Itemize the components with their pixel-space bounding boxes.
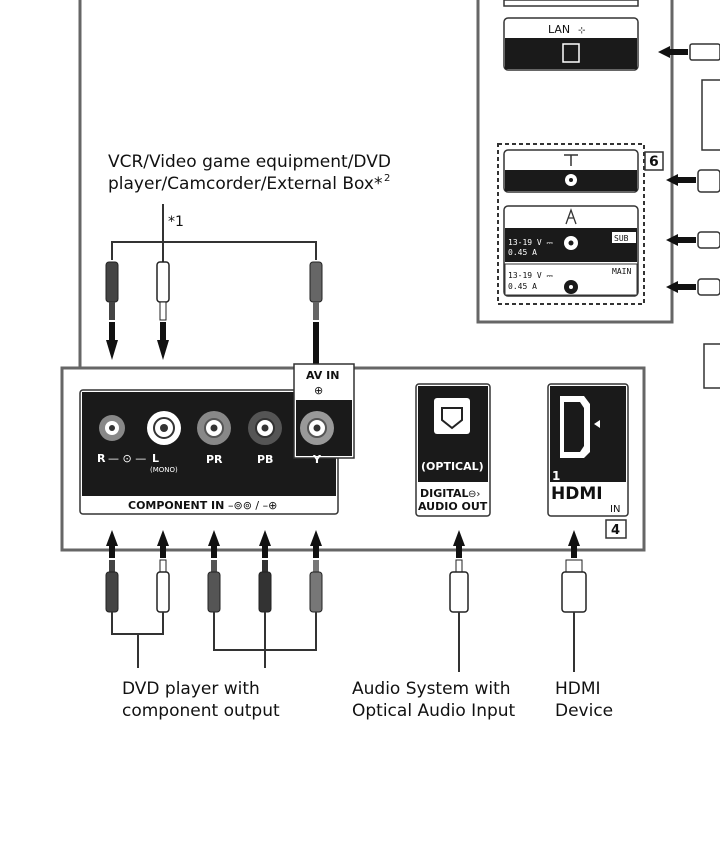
jack-l-mono[interactable] <box>147 411 181 445</box>
component-in-icons: –⊚⊚ / –⊕ <box>228 499 277 512</box>
jack-pr-label: PR <box>206 453 223 466</box>
hdmi-device-label-line2: Device <box>555 701 613 721</box>
footnote-marker: *1 <box>168 214 184 230</box>
optical-audio-out-port[interactable] <box>415 383 491 517</box>
top-rca-plug-video <box>105 261 119 320</box>
panel-badge-number: 4 <box>611 523 620 538</box>
jack-l-label: L <box>152 452 159 465</box>
right-plugs <box>689 43 720 296</box>
antenna-icon <box>564 154 578 166</box>
satellite-main-port[interactable]: MAIN 13-19 V ⎓ 0.45 A <box>504 263 638 296</box>
satellite-dish-icon <box>565 208 577 225</box>
av-in-icon: ⊕ <box>314 384 323 397</box>
audio-system-label-line2: Optical Audio Input <box>352 701 516 721</box>
hdmi-logo: HDMI <box>551 484 603 504</box>
jack-y-label: Y <box>312 453 322 466</box>
jack-r[interactable] <box>99 415 125 441</box>
panel-badge <box>605 519 627 539</box>
antenna-badge-number: 6 <box>649 154 659 170</box>
av-in-label: AV IN <box>306 369 339 382</box>
sat-main-label: MAIN <box>612 267 631 276</box>
offscreen-box-bottom <box>703 343 720 389</box>
top-device-label-line2: player/Camcorder/External Box* <box>108 174 382 194</box>
rear-terminal-panel: LAN ⊹ 6 SUB 13-19 V ⎓ 0.45 A <box>476 0 674 324</box>
hdmi-port-number: 1 <box>552 469 560 483</box>
dvd-device-label-line1: DVD player with <box>122 679 260 699</box>
hdmi-in-label: IN <box>610 504 620 515</box>
top-rca-plug-audio-white <box>156 261 170 321</box>
jack-r-label: R <box>97 452 106 465</box>
hdmi-in-port[interactable] <box>547 383 629 517</box>
bottom-up-arrows <box>106 530 580 558</box>
top-rca-plug-audio-red <box>309 261 323 320</box>
offscreen-box-top <box>701 79 720 151</box>
jack-pb[interactable] <box>248 411 282 445</box>
top-device-label-sup: 2 <box>384 173 390 184</box>
sat-sub-voltage: 13-19 V ⎓ <box>508 238 554 247</box>
component-in-label: COMPONENT IN <box>128 499 224 512</box>
digital-audio-line1: DIGITAL <box>420 487 469 500</box>
right-arrows <box>658 46 696 293</box>
audio-system-label-line1: Audio System with <box>352 679 511 699</box>
hdmi-cable-plug <box>561 559 587 672</box>
sat-main-current: 0.45 A <box>508 282 537 291</box>
r-connector-glyph: — ⊙ — <box>108 452 146 465</box>
network-icon: ⊹ <box>578 26 586 36</box>
sat-sub-current: 0.45 A <box>508 248 537 257</box>
terrestrial-antenna-port[interactable] <box>503 149 639 193</box>
optical-cable-plug <box>449 559 469 672</box>
bottom-rca-plugs <box>105 559 323 613</box>
digital-audio-line2: AUDIO OUT <box>418 500 488 513</box>
lan-label: LAN <box>548 23 570 36</box>
lan-port[interactable]: LAN ⊹ <box>503 17 639 71</box>
hdmi-device-label-line1: HDMI <box>555 679 601 699</box>
top-cable-bracket <box>111 241 317 260</box>
audio-cable-bracket <box>111 612 164 635</box>
antenna-badge <box>644 151 664 171</box>
output-arrow-icon: ⊖› <box>468 489 480 500</box>
component-cable-bracket <box>213 612 317 651</box>
optical-label: (OPTICAL) <box>421 460 484 473</box>
antenna-group-border <box>497 143 645 305</box>
sat-sub-label: SUB <box>614 234 629 243</box>
jack-mono-label: (MONO) <box>150 466 178 474</box>
top-device-label-line1: VCR/Video game equipment/DVD <box>108 152 391 172</box>
dvd-device-label-line2: component output <box>122 701 280 721</box>
jack-y[interactable] <box>300 411 334 445</box>
jack-pr[interactable] <box>197 411 231 445</box>
jack-pb-label: PB <box>257 453 273 466</box>
sat-main-voltage: 13-19 V ⎓ <box>508 271 554 280</box>
